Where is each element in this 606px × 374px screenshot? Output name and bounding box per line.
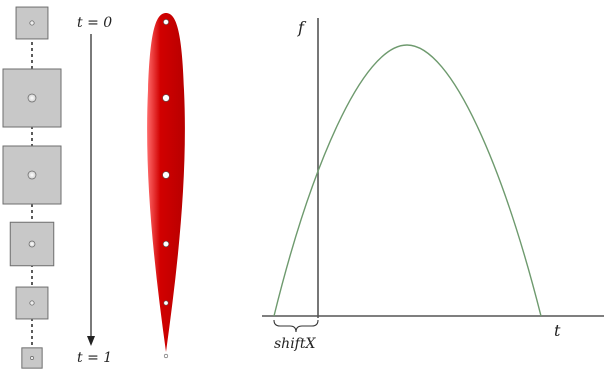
square-center-dot: [29, 20, 35, 26]
function-graph: f t shiftX: [262, 18, 604, 352]
spindle-dot: [163, 300, 169, 306]
time-arrow-head: [87, 336, 95, 346]
x-axis-label: t: [554, 321, 561, 340]
square-center-dot: [30, 356, 34, 360]
square-center-dot: [27, 170, 37, 180]
y-axis-label: f: [297, 18, 307, 37]
time-start-label: t = 0: [77, 15, 112, 31]
shift-brace: [273, 319, 319, 333]
spindle-dot: [162, 240, 170, 248]
scaled-path-shape: [147, 13, 185, 359]
spindle-dot: [163, 353, 169, 359]
function-curve: [273, 44, 542, 317]
spindle-dot: [162, 171, 170, 179]
square-center-dot: [27, 93, 37, 103]
spindle-dot: [163, 19, 169, 25]
shift-label: shiftX: [274, 336, 316, 352]
square-sequence: [2, 6, 62, 369]
spindle-dot: [162, 94, 170, 102]
square-center-dot: [29, 300, 35, 306]
red-spindle: [147, 13, 185, 352]
time-end-label: t = 1: [77, 350, 112, 366]
square-center-dot: [28, 240, 36, 248]
time-arrow: t = 0 t = 1: [77, 15, 112, 366]
